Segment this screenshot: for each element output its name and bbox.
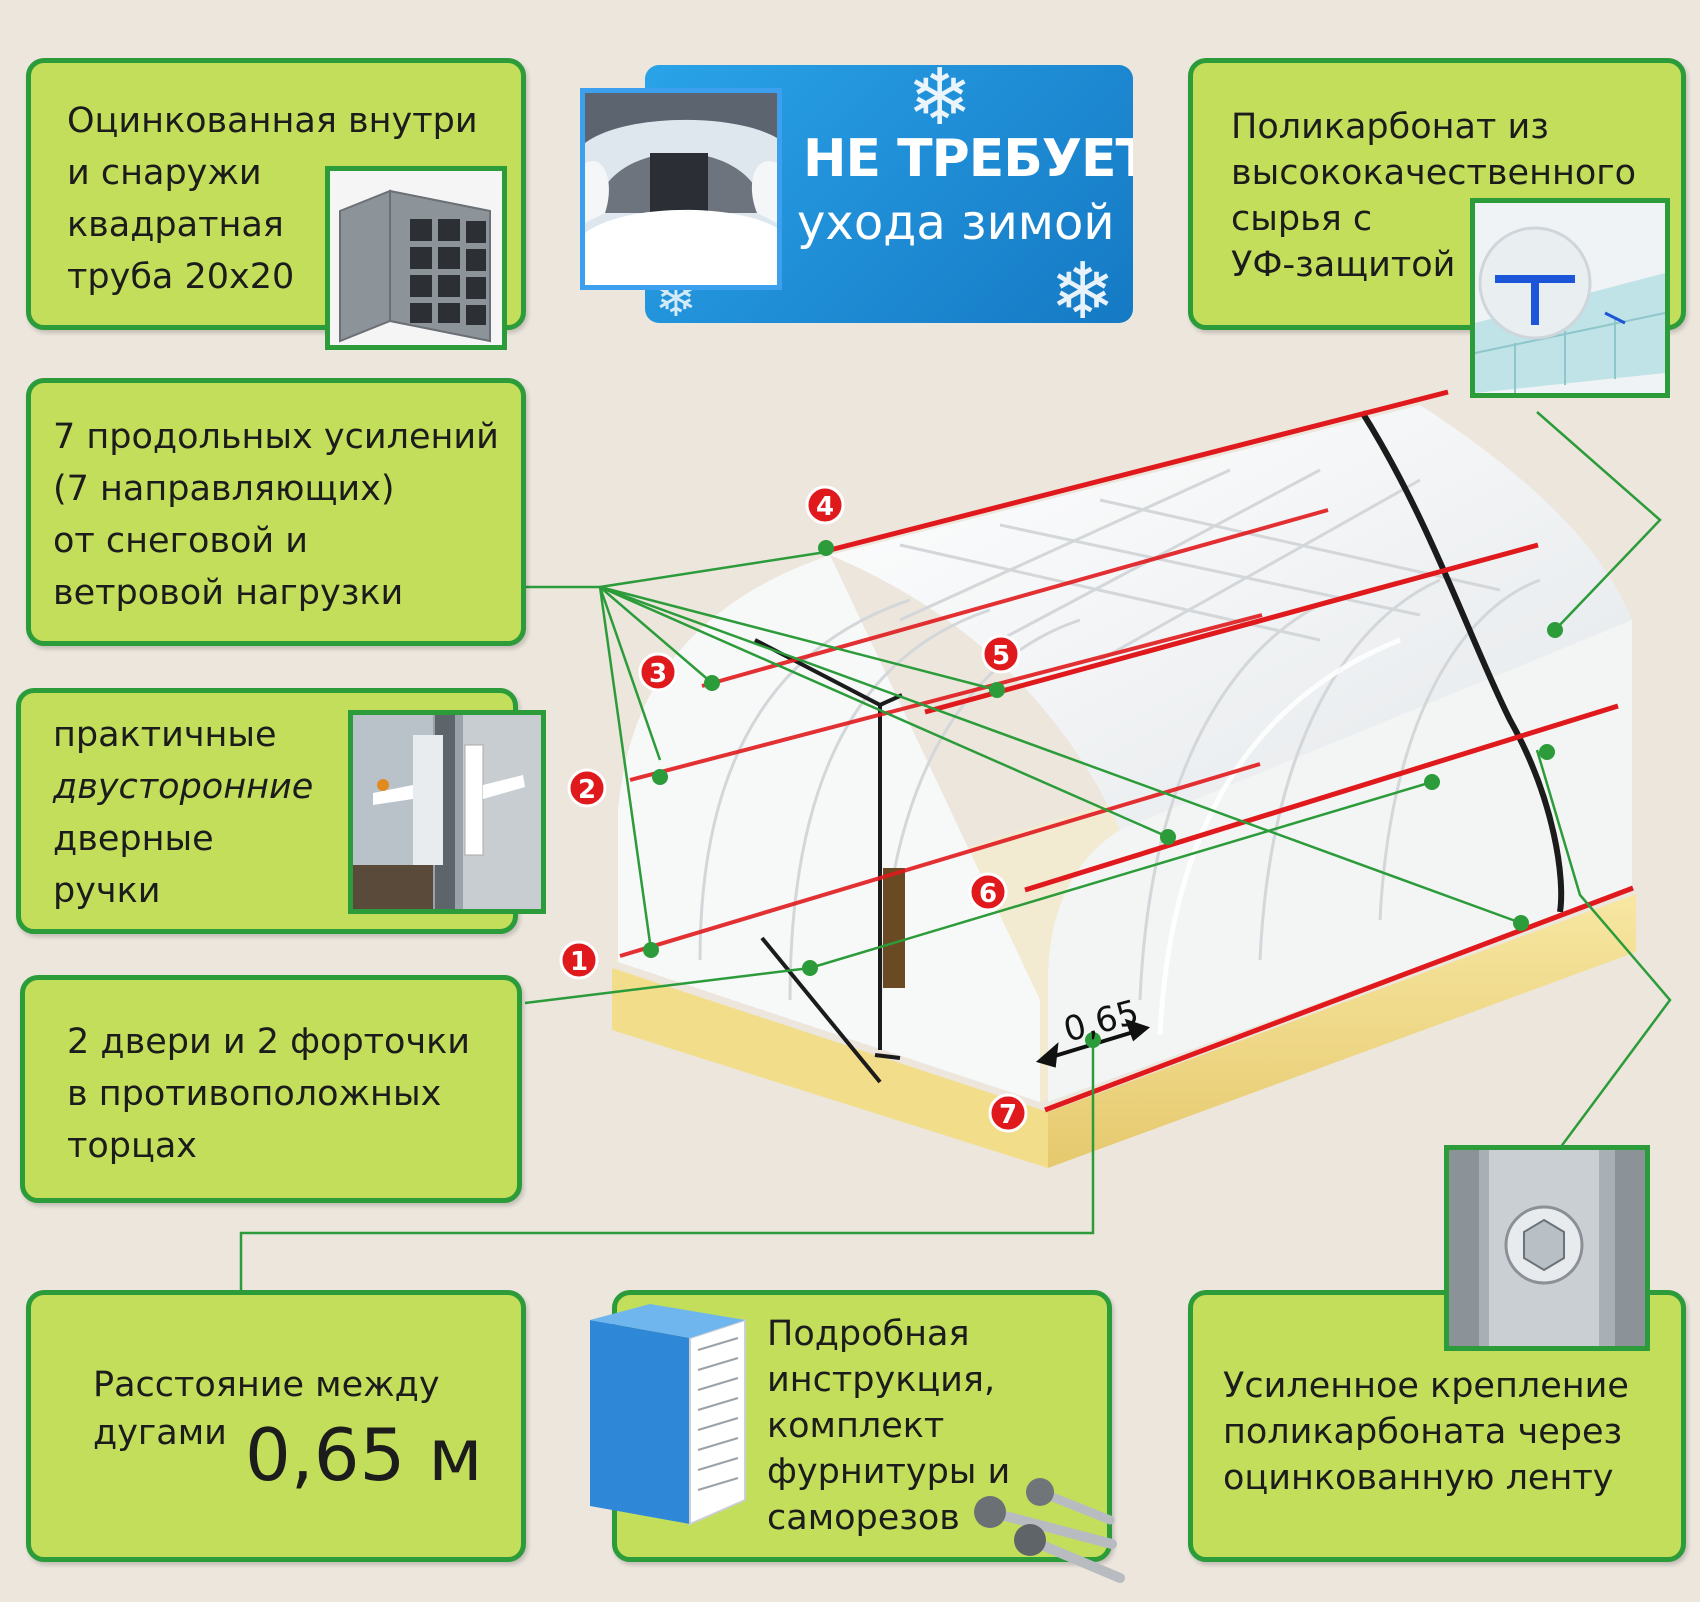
spacing-line-2: дугами — [93, 1413, 227, 1453]
card-spacing: Расстояние между дугами 0,65 м — [26, 1290, 526, 1562]
card-instructions: Подробная инструкция, комплект фурнитуры… — [612, 1290, 1112, 1562]
reinforcements-line-1: 7 продольных усилений — [53, 417, 499, 457]
polycarbonate-profile-photo — [1470, 198, 1670, 398]
instructions-line-5: саморезов — [767, 1498, 960, 1538]
polycarbonate-line-4: УФ-защитой — [1231, 245, 1456, 285]
pipe-line-1: Оцинкованная внутри — [67, 101, 478, 141]
square-pipes-photo — [325, 166, 507, 350]
card-reinforcements: 7 продольных усилений (7 направляющих) о… — [26, 378, 526, 646]
snowflake-icon: ❄ — [907, 65, 973, 143]
instructions-line-4: фурнитуры и — [767, 1452, 1011, 1492]
pipe-line-4: труба 20х20 — [67, 257, 295, 297]
handles-line-4: ручки — [53, 871, 161, 911]
handles-line-3: дверные — [53, 819, 214, 859]
doors-line-2: в противоположных — [67, 1074, 442, 1114]
banner-subtitle: ухода зимой — [797, 195, 1115, 251]
fastening-line-2: поликарбоната через — [1223, 1412, 1623, 1452]
snowflake-icon: ❄ — [1050, 247, 1116, 323]
fastening-line-3: оцинкованную ленту — [1223, 1458, 1614, 1498]
banner-title: НЕ ТРЕБУЕТ — [803, 129, 1133, 189]
polycarbonate-line-3: сырья с — [1231, 199, 1373, 239]
polycarbonate-line-2: высококачественного — [1231, 153, 1637, 193]
pipe-line-3: квадратная — [67, 205, 284, 245]
leader-dots — [643, 540, 1563, 1048]
galvanized-tape-photo — [1444, 1145, 1650, 1351]
polycarbonate-line-1: Поликарбонат из — [1231, 107, 1549, 147]
rails — [619, 389, 1634, 1113]
reinforcements-line-3: от снеговой и — [53, 521, 309, 561]
instructions-line-3: комплект — [767, 1406, 945, 1446]
greenhouse-body — [618, 405, 1632, 1102]
instructions-line-1: Подробная — [767, 1314, 970, 1354]
doors-line-1: 2 двери и 2 форточки — [67, 1022, 471, 1062]
reinforcements-line-4: ветровой нагрузки — [53, 573, 404, 613]
spacing-value: 0,65 м — [245, 1413, 483, 1497]
card-doors: 2 двери и 2 форточки в противоположных т… — [20, 975, 522, 1203]
instructions-line-2: инструкция, — [767, 1360, 996, 1400]
reinforcements-line-2: (7 направляющих) — [53, 469, 395, 509]
doors-line-3: торцах — [67, 1126, 198, 1166]
handles-line-2: двусторонние — [53, 767, 314, 807]
handles-line-1: практичные — [53, 715, 277, 755]
fastening-line-1: Усиленное крепление — [1223, 1366, 1629, 1406]
door-handle-photo — [348, 710, 546, 914]
snow-greenhouse-photo — [580, 88, 782, 290]
spacing-line-1: Расстояние между — [93, 1365, 440, 1405]
pipe-line-2: и снаружи — [67, 153, 262, 193]
